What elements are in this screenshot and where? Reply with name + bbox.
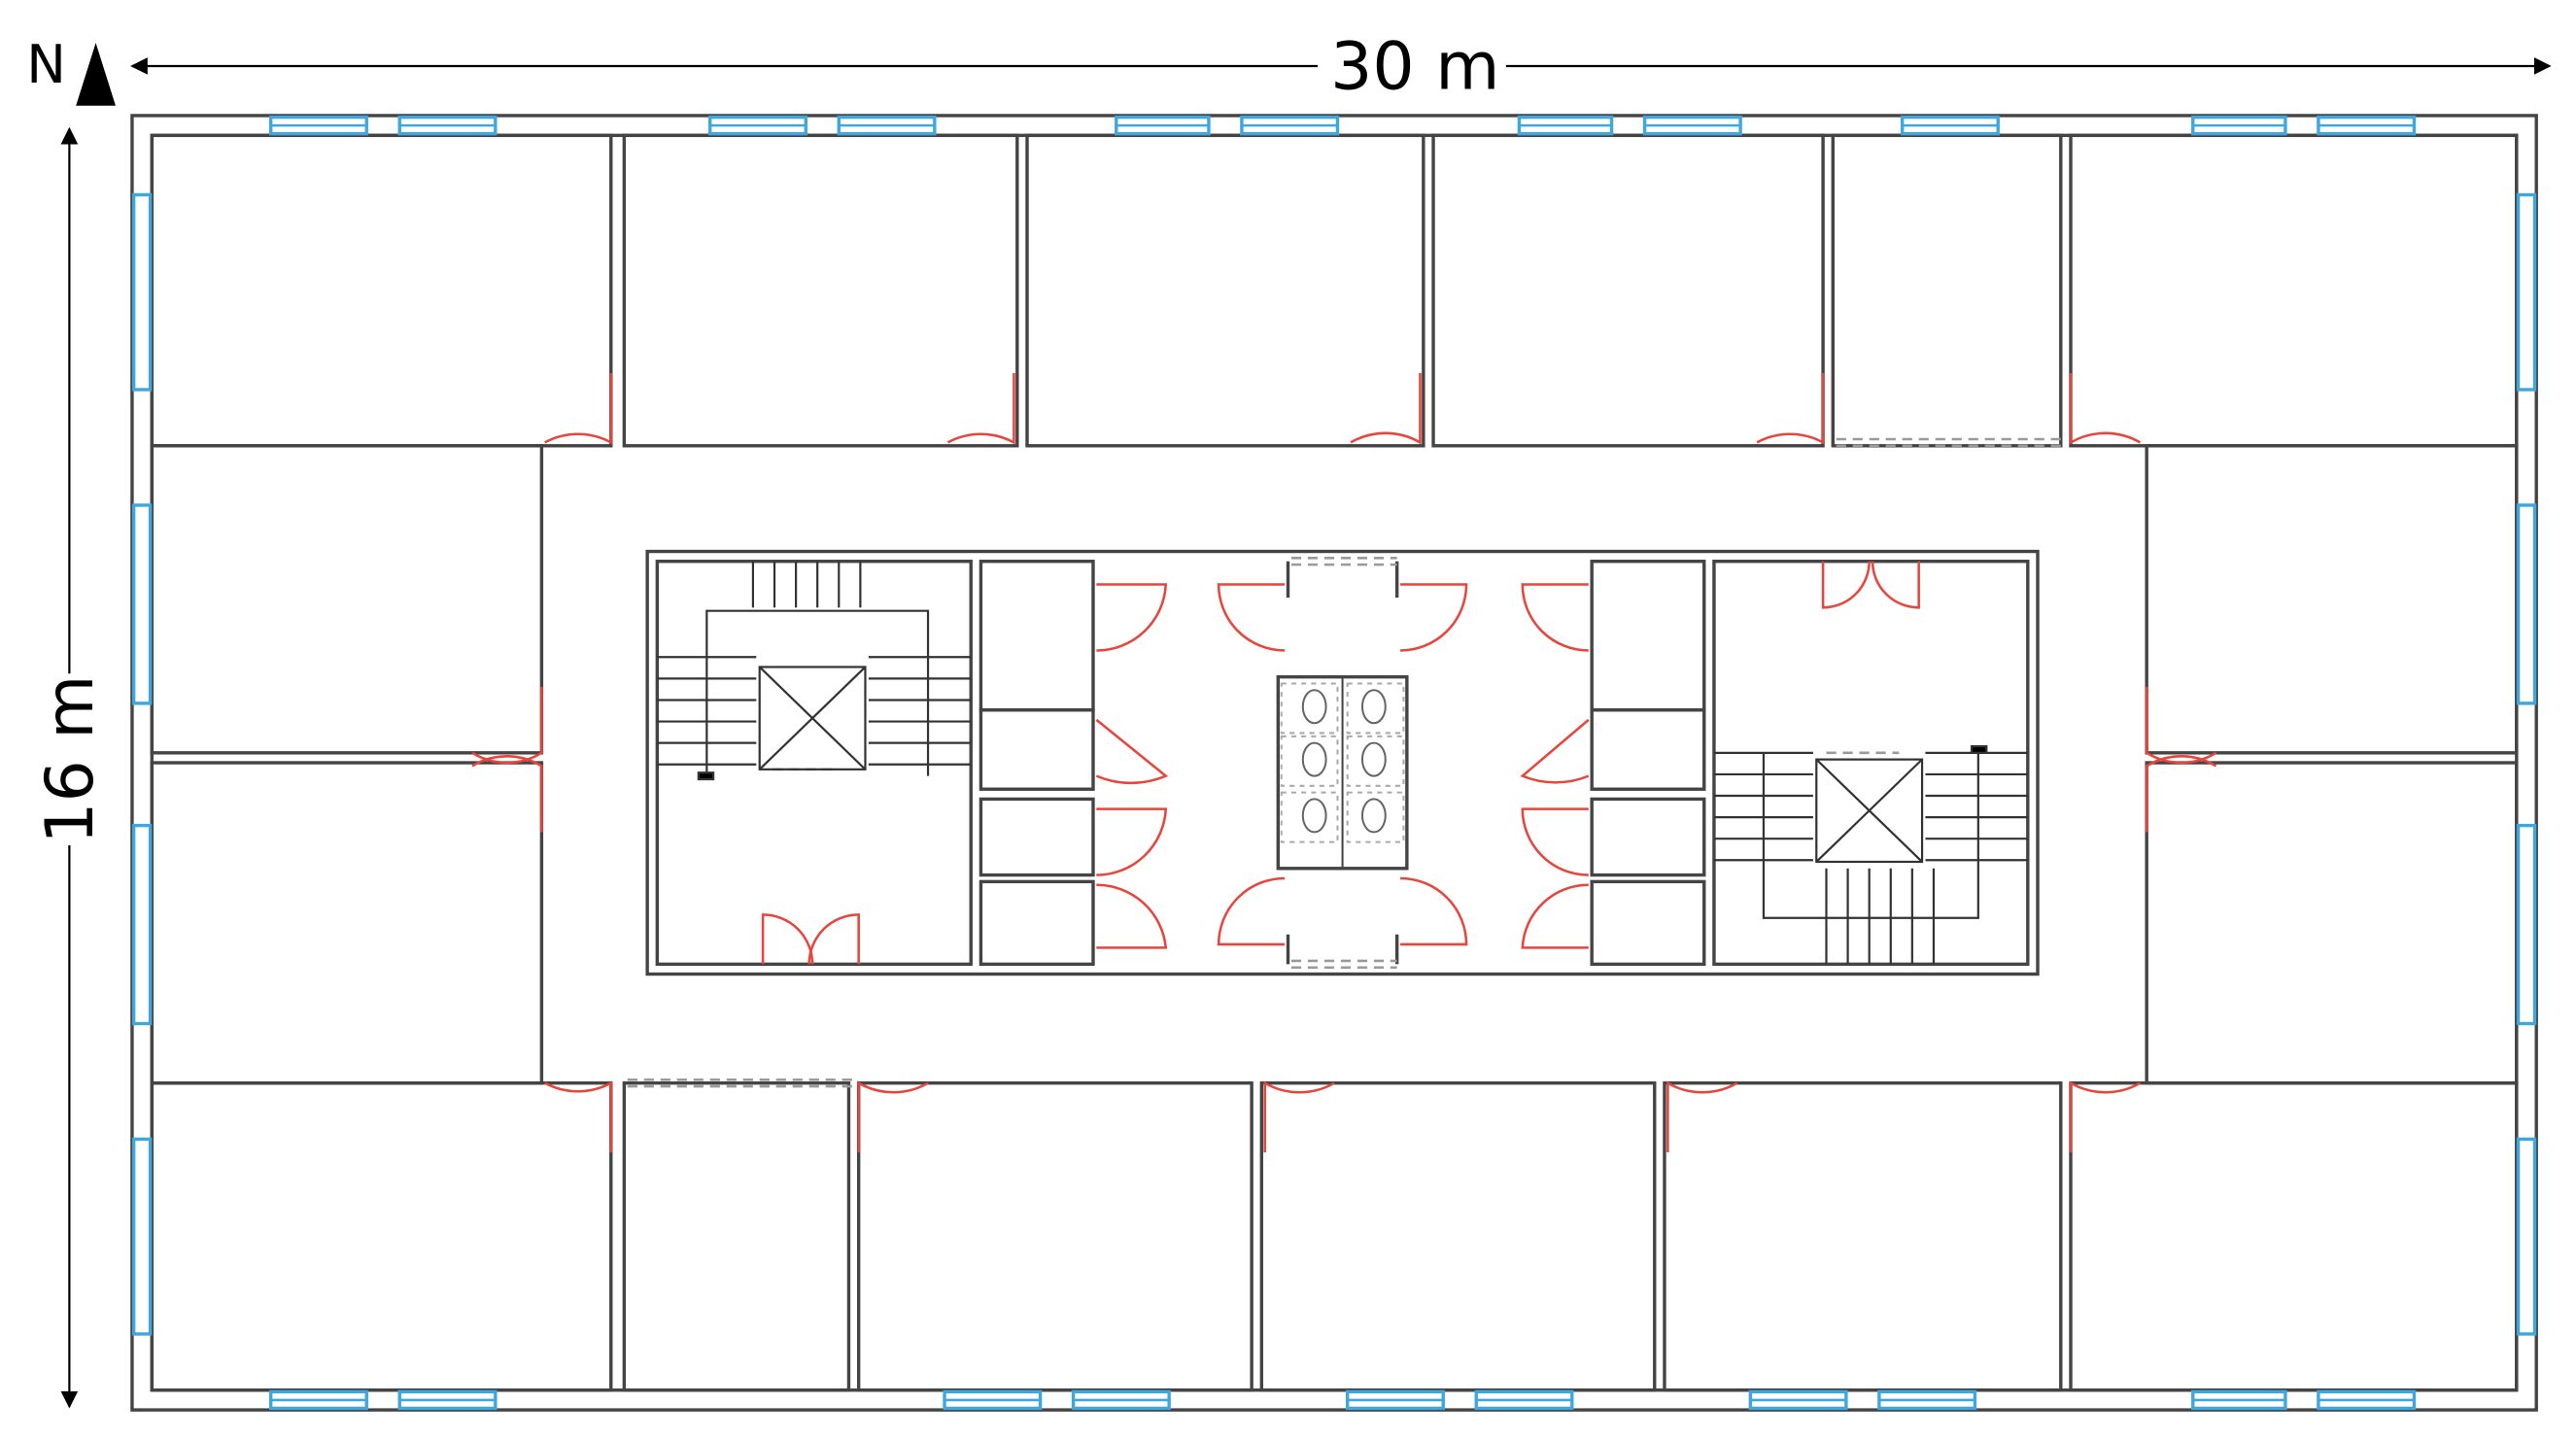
west-cubicle-4 (979, 879, 1095, 967)
sink-cell (1280, 735, 1339, 787)
window-west-2 (131, 503, 153, 705)
north-room-4 (1431, 133, 1825, 448)
sink-cell (1280, 791, 1339, 843)
south-room-5 (1663, 1080, 2063, 1392)
west-cubicle-1 (979, 560, 1095, 712)
door-west-upper (471, 686, 543, 765)
stair-walk-line-west (705, 609, 930, 776)
sink-basin (1360, 741, 1387, 777)
sink-cell (1346, 735, 1405, 787)
east-stair-room (1712, 560, 2030, 967)
east-cubicle-4 (1590, 879, 1706, 967)
door-cubicle-e2 (1520, 718, 1590, 784)
restroom-fixtures (1280, 676, 1405, 869)
door-south-4 (1666, 1080, 1738, 1153)
window-east-3 (2516, 823, 2537, 1026)
windows (131, 115, 2537, 1411)
door-cubicle-e3 (1521, 807, 1589, 876)
door-cubicle-w4 (1096, 883, 1168, 949)
stair-start-marker-east (1970, 744, 1988, 754)
sink-basin (1360, 689, 1387, 725)
east-room-lower (2145, 761, 2519, 1085)
sink-basin (1301, 798, 1327, 834)
south-room-6 (2069, 1080, 2519, 1392)
door-east-upper (2145, 686, 2217, 765)
east-room-upper (2145, 444, 2519, 755)
window-west-4 (131, 1137, 153, 1336)
door-west-lower (471, 755, 543, 833)
west-stair-room (655, 560, 973, 967)
north-room-5 (1831, 133, 2063, 448)
west-room-upper (150, 444, 544, 755)
open-passages (627, 437, 2061, 1088)
door-north-3 (1350, 373, 1422, 445)
door-south-2 (857, 1080, 929, 1153)
east-cubicle-3 (1590, 797, 1706, 877)
staircases (657, 561, 2028, 965)
width-dimension-label: 30 m (1330, 29, 1499, 106)
window-west-1 (131, 192, 153, 392)
door-north-5 (2069, 373, 2142, 445)
door-east-stair-b (1871, 561, 1920, 609)
north-arrow-icon (76, 43, 116, 106)
stair-start-marker-west (697, 771, 715, 781)
compass: N (26, 34, 116, 106)
door-cubicle-e4 (1521, 883, 1589, 949)
sink-cell (1346, 791, 1405, 843)
door-cubicle-e1 (1521, 583, 1589, 652)
sink-basin (1360, 798, 1387, 834)
south-room-1 (150, 1080, 613, 1392)
west-cubicle-2 (979, 707, 1095, 791)
door-east-stair-a (1821, 561, 1871, 609)
window-west-3 (131, 823, 153, 1026)
east-cubicle-1 (1590, 560, 1706, 712)
west-cubicle-3 (979, 797, 1095, 877)
sink-basin (1301, 741, 1327, 777)
south-room-3 (856, 1080, 1254, 1392)
elevator-cross (758, 666, 867, 770)
north-room-1 (150, 133, 613, 448)
door-lobby-sw (1217, 876, 1286, 946)
north-room-2 (622, 133, 1019, 448)
door-north-1 (544, 373, 613, 445)
elevator-cross (1815, 758, 1923, 863)
north-room-6 (2069, 133, 2519, 448)
window-east-1 (2516, 192, 2537, 392)
door-south-5 (2069, 1080, 2142, 1153)
door-north-2 (946, 373, 1015, 445)
west-room-lower (150, 761, 544, 1085)
sink-cell (1280, 682, 1339, 735)
window-east-2 (2516, 503, 2537, 705)
dimension-lines (60, 57, 2552, 1409)
door-lobby-ne (1400, 583, 1468, 652)
height-dimension-label: 16 m (32, 674, 109, 843)
elevator-shaft-west (758, 666, 867, 770)
compass-letter: N (26, 34, 66, 95)
stair-walk-line-east (1762, 752, 1979, 919)
door-north-4 (1756, 373, 1825, 445)
north-room-3 (1025, 133, 1425, 448)
core-outer-wall (645, 549, 2040, 976)
south-room-2 (622, 1080, 851, 1392)
door-west-stair-b (807, 913, 860, 965)
door-lobby-nw (1217, 583, 1286, 652)
doors (471, 373, 2217, 1153)
door-south-3 (1263, 1080, 1335, 1153)
door-cubicle-w3 (1096, 807, 1168, 876)
door-west-stair-a (761, 913, 814, 965)
south-room-4 (1259, 1080, 1657, 1392)
elevator-shaft-east (1815, 758, 1924, 864)
door-east-lower (2145, 755, 2217, 833)
sink-cell (1346, 682, 1405, 735)
window-east-4 (2516, 1137, 2537, 1336)
door-cubicle-w1 (1096, 583, 1168, 652)
east-cubicle-2 (1590, 707, 1706, 791)
door-lobby-se (1400, 876, 1468, 946)
sink-basin (1301, 689, 1327, 725)
door-cubicle-w2 (1095, 718, 1169, 785)
door-south-1 (544, 1080, 613, 1153)
